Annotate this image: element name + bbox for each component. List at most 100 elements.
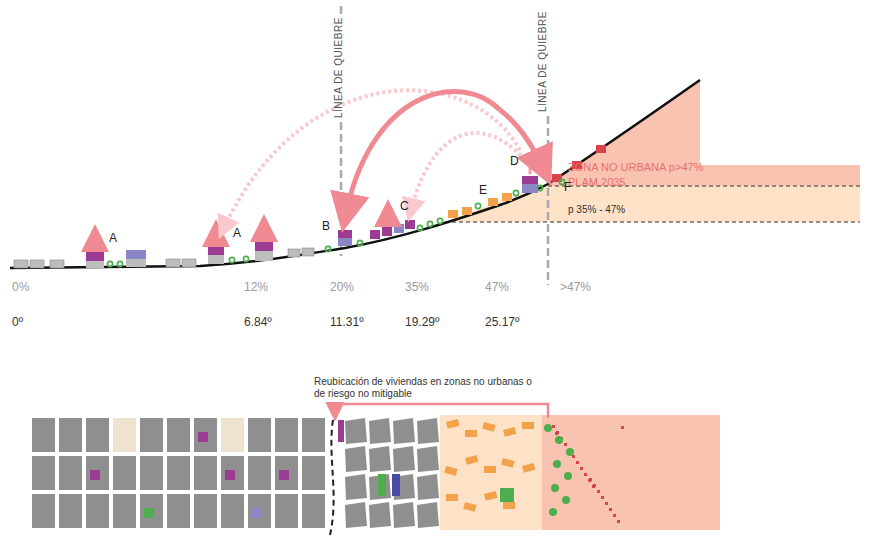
city-block [369,418,391,444]
city-block [59,494,82,528]
slope-degree: 0º [12,316,23,330]
city-block [140,456,163,490]
city-block [393,446,415,472]
city-block [59,456,82,490]
city-block [345,474,367,500]
house-mark [588,479,591,482]
house-mark [564,443,567,446]
city-block [113,494,136,528]
house-mark [580,467,583,470]
city-block [221,456,244,490]
city-block [167,456,190,490]
slope-percent: 20% [330,281,354,295]
house-mark [609,508,612,511]
city-block [32,418,55,452]
house-mark [484,466,496,473]
house-mark [482,422,495,432]
house-mark [572,455,575,458]
city-block [345,446,367,472]
house-mark [556,431,559,434]
break-line-label: LÍNEA DE QUIEBRE [333,17,345,118]
house-mark [576,461,579,464]
slope-degree: 19.29º [405,316,439,330]
limit-line [445,221,860,222]
city-block [113,418,136,452]
house-mark [555,432,558,435]
break-line [340,6,343,18]
relocation-arrow [345,91,500,218]
city-block [221,494,244,528]
relocation-bracket [335,404,548,418]
callout-letter: A [109,232,117,246]
tree [549,508,557,516]
house-mark [378,474,386,496]
city-block [275,494,298,528]
zone-label: PLAM 2035 [568,176,625,189]
tree [555,436,563,444]
zone-label: ZONA NO URBANA p>47% [568,161,703,174]
zone-fill [445,184,548,222]
city-block [167,418,190,452]
house-mark [613,514,616,517]
band-label: p 35% - 47% [568,204,625,216]
relocation-arrow [222,90,520,232]
house-mark [465,455,478,465]
house-mark [144,508,154,518]
city-block [248,418,271,452]
city-block [369,446,391,472]
trees [107,179,564,266]
callout-letter: A [233,227,241,241]
city-block [86,456,109,490]
city-block [369,502,391,528]
city-block [393,418,415,444]
house-mark [463,502,476,512]
house-mark [617,520,620,523]
house-mark [446,494,458,501]
house-mark [198,432,208,442]
city-block [417,474,439,500]
city-block [59,418,82,452]
tree [564,472,572,480]
city-block [369,474,391,500]
house-mark [90,470,100,480]
tree [566,448,574,456]
city-block [221,418,244,452]
relocation-arrow [410,133,525,214]
house-mark [225,470,235,480]
house-mark [592,485,595,488]
city-block [86,494,109,528]
city-block [32,494,55,528]
up-arrows [95,166,530,250]
zone-fill [548,186,860,222]
callout-letter: C [400,200,409,214]
break-line-label: LÍNEA DE QUIEBRE [537,11,549,112]
slope-degree: 25.17º [485,316,519,330]
house-mark [503,502,515,509]
slope-percent: >47% [560,281,591,295]
city-block [417,502,439,528]
slope-percent: 47% [485,281,509,295]
urban-plan [32,418,624,528]
house-mark [279,470,289,480]
terrain-profile [10,80,700,268]
city-block [194,418,217,452]
house-mark [584,473,587,476]
house-mark [444,466,457,476]
city-block [417,418,439,444]
city-block [194,456,217,490]
house-mark [446,419,459,429]
city-block [345,502,367,528]
city-block [393,502,415,528]
city-block [167,494,190,528]
slope-percent: 35% [405,281,429,295]
city-block [302,418,325,452]
slope-degree: 11.31º [330,316,364,330]
house-mark [522,422,534,429]
break-line [330,410,335,535]
city-block [275,456,298,490]
relocation-note: Reubicación de viviendas en zonas no urb… [314,376,540,400]
zone-fill [542,415,720,530]
city-block [32,456,55,490]
tree [553,460,561,468]
house-mark [252,508,262,518]
